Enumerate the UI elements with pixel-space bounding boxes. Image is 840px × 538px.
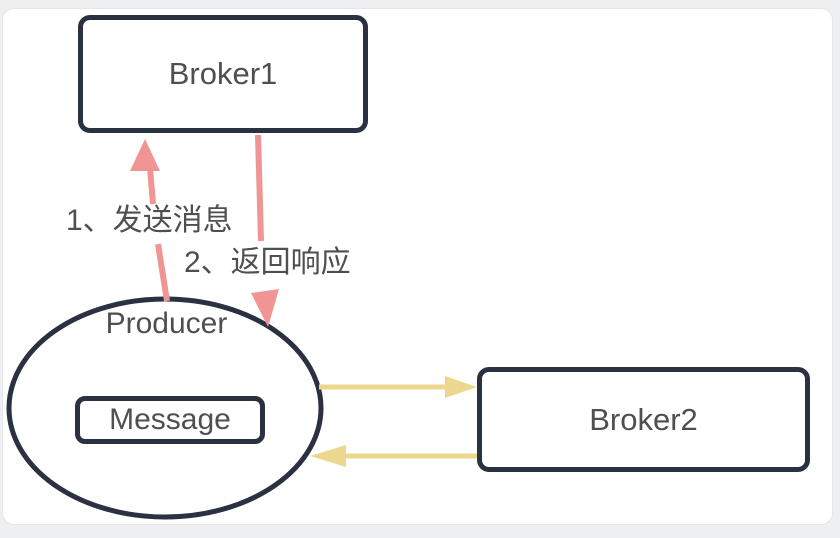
node-broker2-label: Broker2	[589, 401, 698, 437]
send-arrowhead-icon	[130, 139, 160, 171]
response-arrow-shaft	[255, 134, 264, 242]
node-broker1-label: Broker1	[168, 56, 278, 91]
node-message: Message	[75, 396, 265, 444]
reply-arrowhead-icon	[310, 445, 346, 467]
send-arrow-shaft-upper	[147, 167, 156, 205]
edge-label-response: 2、返回响应	[184, 246, 351, 279]
node-message-label: Message	[109, 403, 231, 436]
node-broker2: Broker2	[477, 367, 810, 472]
edge-label-send: 1、发送消息	[66, 204, 233, 237]
response-arrowhead-icon	[251, 289, 279, 327]
request-arrowhead-icon	[445, 376, 477, 398]
node-broker1: Broker1	[78, 15, 368, 133]
producer-label: Producer	[105, 307, 228, 340]
send-arrow-shaft-lower	[155, 243, 170, 302]
